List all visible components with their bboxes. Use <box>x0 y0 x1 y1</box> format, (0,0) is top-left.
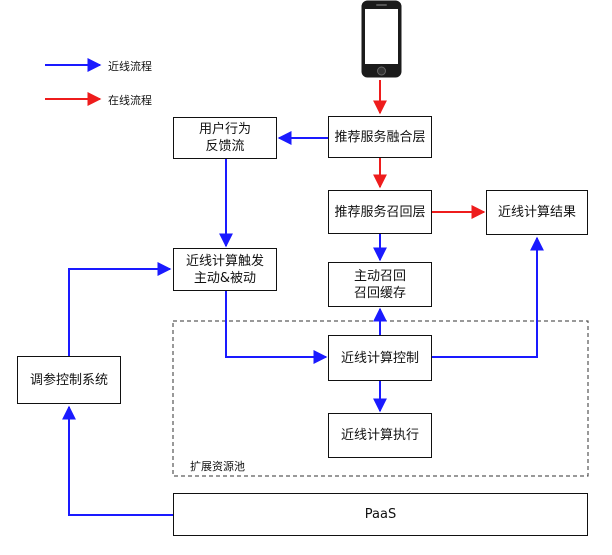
smartphone-icon <box>361 0 402 78</box>
legend-online-label: 在线流程 <box>108 94 152 107</box>
nearline-compute-trigger-box: 近线计算触发 主动&被动 <box>173 248 277 291</box>
arrow-paas-to-tuning <box>62 405 173 516</box>
recommendation-recall-layer-box: 推荐服务召回层 <box>328 190 432 234</box>
nearline-compute-control-box: 近线计算控制 <box>328 335 432 381</box>
user-behavior-feedback-label: 用户行为 反馈流 <box>198 122 251 154</box>
paas-label: PaaS <box>364 507 397 522</box>
arrow-control-to-result <box>432 236 544 358</box>
nearline-compute-result-label: 近线计算结果 <box>497 205 576 220</box>
arrow-tuning-to-trigger <box>68 262 172 356</box>
recommendation-fusion-layer-box: 推荐服务融合层 <box>328 116 432 158</box>
active-recall-cache-label: 主动召回 召回缓存 <box>353 268 406 301</box>
nearline-compute-result-box: 近线计算结果 <box>486 190 588 235</box>
resource-pool-label: 扩展资源池 <box>190 460 245 473</box>
arrow-trigger-to-control <box>225 291 328 364</box>
parameter-tuning-system-label: 调参控制系统 <box>29 372 108 388</box>
legend-nearline-label: 近线流程 <box>108 60 152 73</box>
nearline-compute-trigger-label: 近线计算触发 主动&被动 <box>185 253 264 286</box>
nearline-compute-execution-box: 近线计算执行 <box>328 413 432 458</box>
nearline-compute-control-label: 近线计算控制 <box>340 350 419 366</box>
nearline-compute-execution-label: 近线计算执行 <box>340 428 419 443</box>
parameter-tuning-system-box: 调参控制系统 <box>17 356 121 404</box>
user-behavior-feedback-box: 用户行为 反馈流 <box>173 117 277 159</box>
active-recall-cache-box: 主动召回 召回缓存 <box>328 262 432 307</box>
paas-box: PaaS <box>173 493 588 536</box>
resource-pool-region <box>172 320 589 477</box>
recommendation-recall-layer-label: 推荐服务召回层 <box>334 204 426 220</box>
recommendation-fusion-layer-label: 推荐服务融合层 <box>334 129 426 145</box>
